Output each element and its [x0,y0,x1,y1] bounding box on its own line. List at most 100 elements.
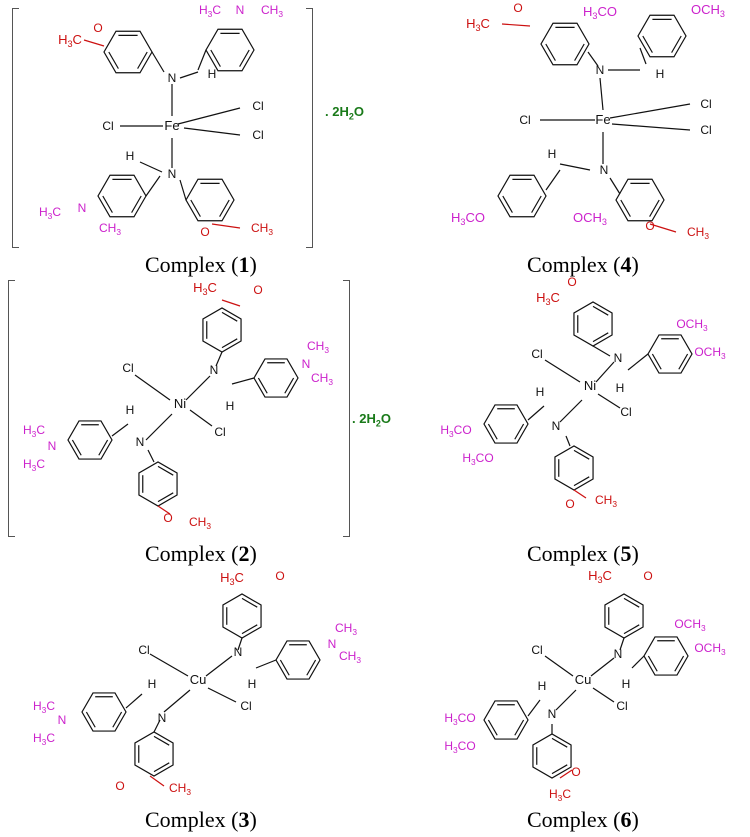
cu-n-bond [555,689,577,711]
benzene-ring [615,178,665,222]
fe-cl-bond [611,123,691,131]
fe-n-bond [599,77,604,111]
acyl-bond [573,489,587,499]
o-label: O [163,511,172,525]
cu-n-bond [205,655,233,677]
n-label: N [548,707,557,721]
c-c-bond [231,377,255,385]
methoxy-label: OCH3 [694,345,726,361]
benzene-ring [540,22,590,66]
methyl-label: CH3 [99,221,121,237]
methyl-label: H3C [33,731,55,747]
benzene-ring [81,692,127,732]
metal-ni-complex-2: Ni [174,396,186,411]
acyl-bond [559,769,573,779]
n-label: N [614,351,623,365]
o-label: O [275,569,284,583]
imine-double-bond [559,163,591,171]
c-n-bond [565,435,571,447]
o-label: O [253,283,262,297]
ni-cl-bond [134,374,171,401]
c-n-bond [609,177,621,195]
n-label: N [234,645,243,659]
benzene-ring [134,731,174,777]
methyl-label: H3C [23,457,45,473]
ni-cl-bond [189,409,213,427]
methoxy-label: H3CO [583,4,617,21]
benzene-ring [97,174,147,218]
c-c-bond [255,659,277,669]
o-label: O [567,275,576,289]
o-label: O [93,21,102,35]
cl-label: Cl [616,699,627,713]
methoxy-label: H3CO [451,210,485,227]
c-c-bond [639,47,647,65]
cu-cl-bond [149,653,189,677]
methyl-label: CH3 [687,225,709,241]
methoxy-label: H3CO [444,711,475,727]
benzene-ring-double-bond [157,465,174,476]
benzene-ring [532,733,572,779]
benzene-ring-double-bond [642,35,653,53]
n-amine-label: N [302,357,311,371]
benzene-ring [205,28,255,72]
c-n-bond [151,51,165,73]
methoxy-label: H3CO [440,423,471,439]
n-label: N [210,363,219,377]
benzene-ring-double-bond [306,659,317,676]
c-c-bond [631,655,645,669]
benzene-ring [554,445,594,491]
c-n-bond [592,345,611,357]
o-label: O [513,1,522,15]
c-c-bond [627,353,649,371]
h-label: H [656,67,665,81]
bracket-left-complex-1 [12,8,19,248]
acyl-bond [149,775,165,787]
h-label: H [208,67,217,81]
fe-cl-bond [609,103,691,119]
cl-label: Cl [252,128,263,142]
benzene-ring-double-bond [531,195,542,213]
methoxy-label: OCH3 [694,641,726,657]
benzene-ring [202,307,242,353]
metal-cu-complex-3: Cu [190,672,207,687]
benzene-ring [647,334,693,374]
c-n-bond [619,637,625,651]
benzene-ring-double-bond [551,764,568,775]
acyl-bond [83,39,105,47]
benzene-ring-double-bond [623,624,640,635]
acetyl-h3c: H3C [536,290,560,307]
acyl-bond [221,299,241,307]
cl-label: Cl [138,643,149,657]
methyl-label: CH3 [169,781,191,797]
acetyl-h3c: H3C [220,570,244,587]
benzene-ring-double-bond [284,377,295,394]
c-n-bond [215,351,223,367]
n-amine-label: N [48,439,57,453]
c-n-bond [237,637,243,651]
acetyl-h3c: H3C [588,568,612,585]
n-amine-label: N [236,3,245,17]
h-label: H [538,679,547,693]
cl-label: Cl [700,123,711,137]
h-label: H [126,403,135,417]
benzene-ring-double-bond [514,719,525,736]
c-c-bond [145,175,161,197]
benzene-ring-double-bond [190,199,201,217]
o-label: O [200,225,209,239]
c-c-bond [111,423,129,437]
n-amine-label: N [328,637,337,651]
benzene-ring-double-bond [108,51,119,69]
methyl-label: CH3 [251,221,273,237]
benzene-ring-double-bond [592,305,609,316]
benzene-ring-double-bond [487,423,498,440]
benzene-ring [573,301,613,347]
ni-n-bond [595,361,615,383]
methoxy-label: OCH3 [691,2,725,19]
c-c-bond [527,699,541,717]
benzene-ring-double-bond [592,332,609,343]
benzene-ring-double-bond [502,195,513,213]
benzene-ring-double-bond [651,353,662,370]
methyl-label: CH3 [307,339,329,355]
acyl-bond [211,223,241,229]
